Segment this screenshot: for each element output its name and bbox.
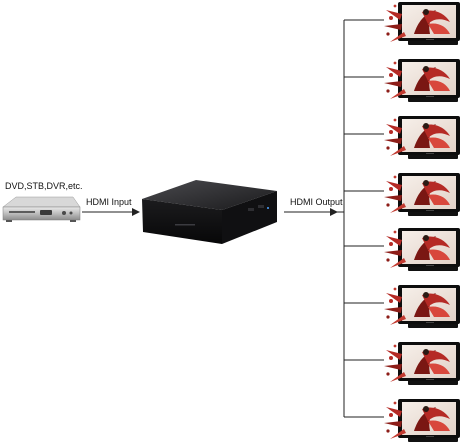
tv-display-icon [384,116,460,159]
dvd-player-icon [2,196,81,222]
tv-display-icon [384,59,460,102]
tv-display-icon [384,228,460,271]
hdmi-output-label: HDMI Output [290,197,343,207]
tv-display-icon [384,399,460,442]
tv-display-icon [384,285,460,328]
tv-display-icon [384,173,460,216]
source-device-label: DVD,STB,DVR,etc. [5,181,83,191]
tv-display-icon [384,2,460,45]
hdmi-input-label: HDMI Input [86,197,132,207]
tv-display-icon [384,342,460,385]
output-distribution-lines [337,19,384,418]
hdmi-splitter-icon [142,180,277,244]
